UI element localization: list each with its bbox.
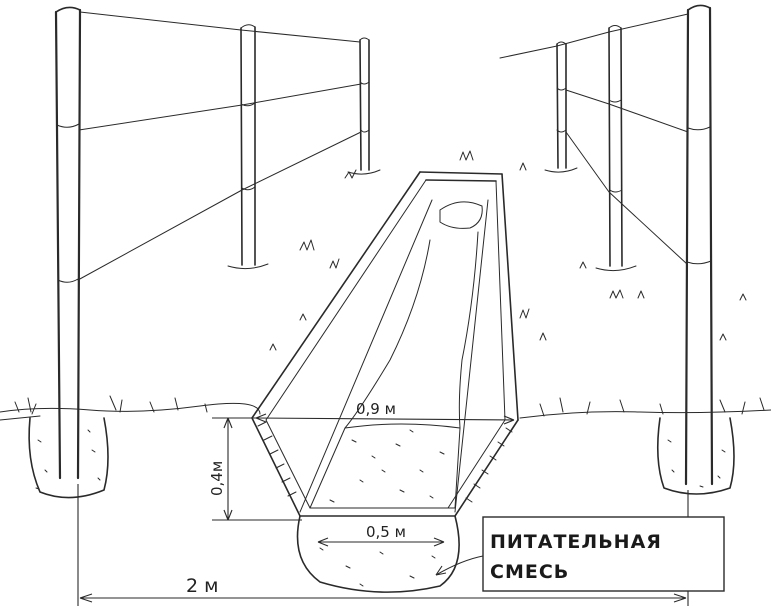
- depth-label: 0,4м: [208, 461, 226, 496]
- bottom-width-label: 0,5 м: [366, 523, 406, 541]
- dimension-top-width: 0,9 м: [255, 400, 515, 425]
- right-mid-post: [595, 25, 637, 272]
- dimension-row-spacing: 2 м: [77, 484, 689, 606]
- grass-tufts: [269, 150, 747, 351]
- left-far-post: [347, 37, 381, 175]
- right-near-post: [684, 4, 714, 486]
- left-trellis: [28, 6, 381, 499]
- nutrient-mix-callout: ПИТАТЕЛЬНАЯ СМЕСЬ: [435, 516, 725, 592]
- top-width-label: 0,9 м: [356, 400, 396, 418]
- row-spacing-label: 2 м: [186, 575, 218, 597]
- right-post-footing: [656, 417, 735, 495]
- ground-surface: [0, 395, 771, 421]
- callout-line-1: ПИТАТЕЛЬНАЯ: [490, 531, 662, 553]
- left-mid-post: [227, 24, 269, 270]
- right-trellis: [499, 4, 735, 495]
- dimension-depth: 0,4м: [208, 417, 302, 521]
- left-near-post: [54, 6, 82, 480]
- callout-line-2: СМЕСЬ: [490, 561, 569, 583]
- trench: [251, 171, 519, 593]
- left-post-footing: [28, 417, 109, 499]
- right-far-post: [544, 41, 578, 173]
- dimension-bottom-width: 0,5 м: [317, 523, 445, 547]
